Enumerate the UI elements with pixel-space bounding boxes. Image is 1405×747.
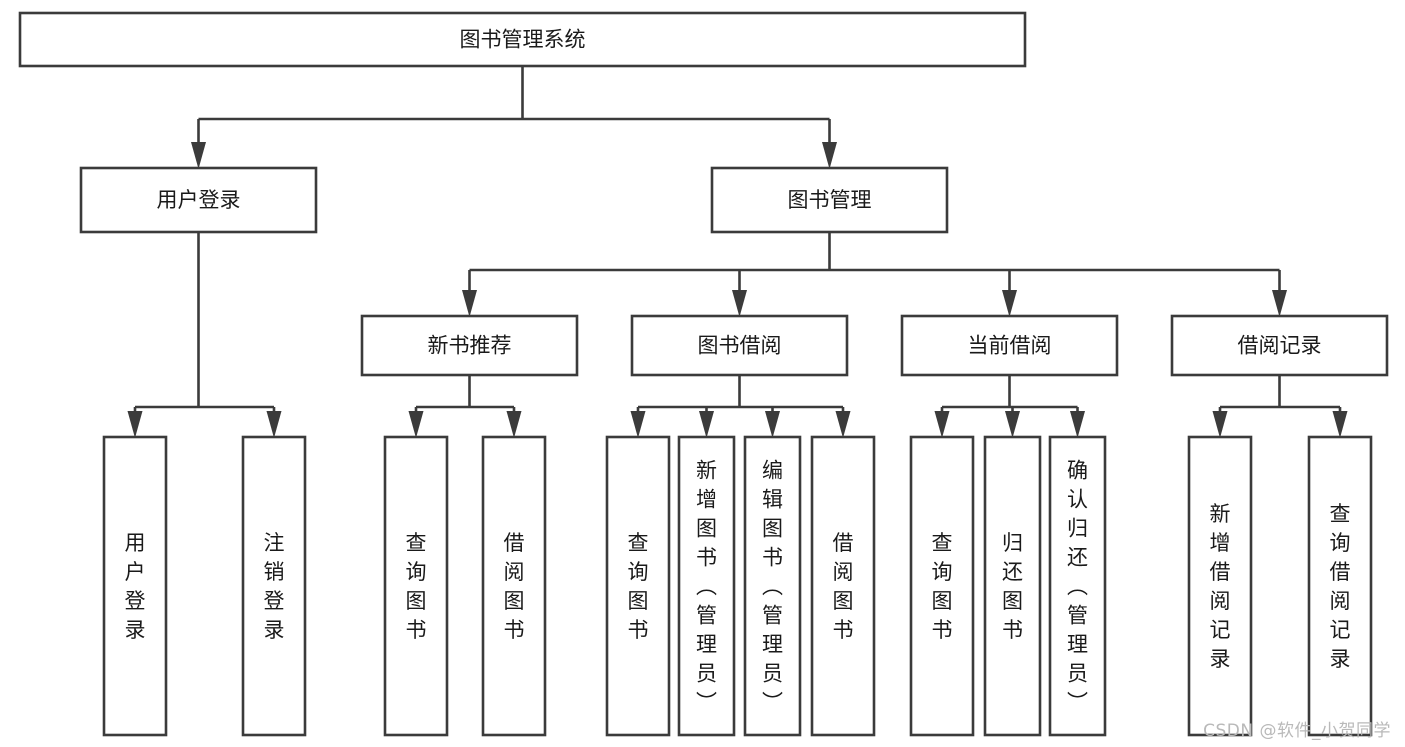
node-label: 归还图书 xyxy=(1002,531,1023,642)
node-leaf-edit-book[interactable]: 编辑图书︵管理员︶ xyxy=(743,435,802,737)
node-leaf-query-record[interactable]: 查询借阅记录 xyxy=(1307,435,1373,737)
node-label: 查询图书 xyxy=(628,531,649,642)
nodes-layer: 图书管理系统用户登录图书管理新书推荐图书借阅当前借阅借阅记录用户登录注销登录查询… xyxy=(18,11,1389,737)
node-label: 查询图书 xyxy=(406,531,427,642)
node-leaf-return-book[interactable]: 归还图书 xyxy=(983,435,1042,737)
node-label: 借阅记录 xyxy=(1238,334,1322,358)
node-label: 查询借阅记录 xyxy=(1330,502,1351,671)
node-new-book-rec[interactable]: 新书推荐 xyxy=(360,314,579,377)
node-user-login[interactable]: 用户登录 xyxy=(79,166,318,234)
connector-group-book-manage xyxy=(462,232,1287,317)
node-leaf-query-book-1[interactable]: 查询图书 xyxy=(383,435,449,737)
connector-group-borrow-record xyxy=(1212,375,1348,438)
node-book-manage[interactable]: 图书管理 xyxy=(710,166,949,234)
node-leaf-confirm-return[interactable]: 确认归还︵管理员︶ xyxy=(1048,435,1107,737)
node-leaf-query-book-3[interactable]: 查询图书 xyxy=(909,435,975,737)
node-label: 查询图书 xyxy=(932,531,953,642)
node-root[interactable]: 图书管理系统 xyxy=(18,11,1027,68)
connector-group-root xyxy=(191,66,837,169)
node-leaf-add-record[interactable]: 新增借阅记录 xyxy=(1187,435,1253,737)
node-label: 新增图书︵管理员︶ xyxy=(696,459,717,715)
connector-group-new-book-rec xyxy=(408,375,522,438)
node-label: 借阅图书 xyxy=(504,531,525,642)
node-current-borrow[interactable]: 当前借阅 xyxy=(900,314,1119,377)
node-leaf-user-logout[interactable]: 注销登录 xyxy=(241,435,307,737)
node-label: 新书推荐 xyxy=(428,334,512,358)
node-leaf-user-login[interactable]: 用户登录 xyxy=(102,435,168,737)
node-label: 用户登录 xyxy=(125,531,146,642)
connector-group-book-borrow xyxy=(630,375,851,438)
node-label: 图书管理系统 xyxy=(460,28,586,52)
node-label: 新增借阅记录 xyxy=(1210,502,1231,671)
connector-group-current-borrow xyxy=(934,375,1085,438)
node-book-borrow[interactable]: 图书借阅 xyxy=(630,314,849,377)
node-label: 借阅图书 xyxy=(833,531,854,642)
node-leaf-borrow-book-1[interactable]: 借阅图书 xyxy=(481,435,547,737)
node-label: 图书管理 xyxy=(788,188,872,212)
node-label: 注销登录 xyxy=(264,531,285,642)
connectors-layer xyxy=(127,66,1348,438)
node-leaf-query-book-2[interactable]: 查询图书 xyxy=(605,435,671,737)
node-borrow-record[interactable]: 借阅记录 xyxy=(1170,314,1389,377)
node-label: 确认归还︵管理员︶ xyxy=(1067,459,1088,715)
node-label: 当前借阅 xyxy=(968,334,1052,358)
node-label: 用户登录 xyxy=(157,188,241,212)
node-leaf-borrow-book-2[interactable]: 借阅图书 xyxy=(810,435,876,737)
node-label: 编辑图书︵管理员︶ xyxy=(762,459,783,715)
node-label: 图书借阅 xyxy=(698,334,782,358)
connector-group-user-login xyxy=(127,232,282,438)
node-leaf-add-book[interactable]: 新增图书︵管理员︶ xyxy=(677,435,736,737)
